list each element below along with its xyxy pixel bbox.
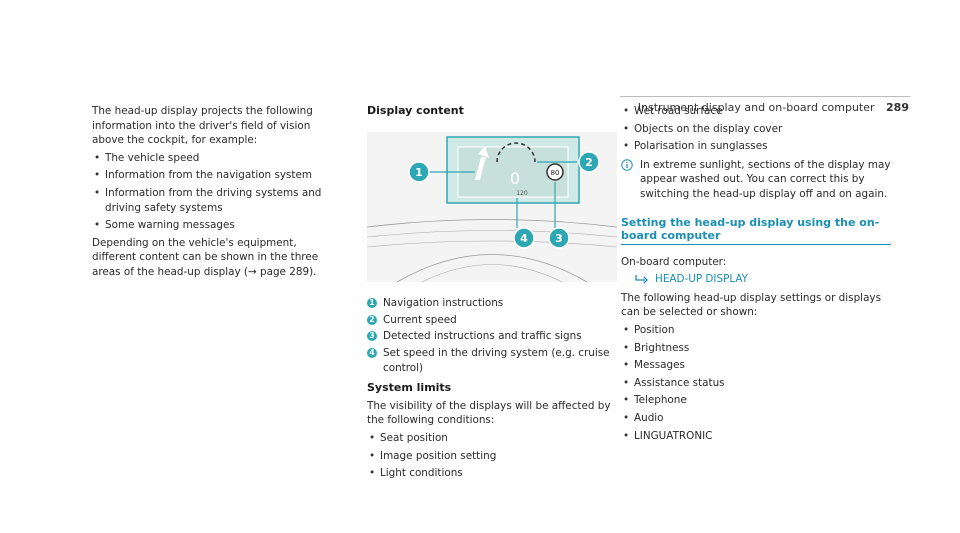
list-item: Position xyxy=(621,323,891,338)
speed-dial xyxy=(496,141,536,162)
legend-number: 4 xyxy=(367,347,377,358)
list-item: Polarisation in sunglasses xyxy=(621,139,891,154)
navigation-arrowhead-icon xyxy=(478,145,489,158)
legend-text: Detected instructions and traffic signs xyxy=(383,330,582,343)
list-item: Objects on the display cover xyxy=(621,122,891,137)
settings-list: Position Brightness Messages Assistance … xyxy=(621,323,891,443)
list-item: Brightness xyxy=(621,341,891,356)
legend-item: 2 Current speed xyxy=(367,313,617,328)
note-text: In extreme sunlight, sections of the dis… xyxy=(640,158,891,200)
list-item: Information from the navigation system xyxy=(92,168,342,183)
callout-number-4: 4 xyxy=(520,232,528,245)
figure-legend: 1 Navigation instructions 2 Current spee… xyxy=(367,296,617,375)
conditions-list: Wet road surface Objects on the display … xyxy=(621,104,891,154)
column-right: Wet road surface Objects on the display … xyxy=(621,104,891,446)
speed-limit-value: 80 xyxy=(551,169,560,177)
list-item: Telephone xyxy=(621,393,891,408)
menu-arrow-icon xyxy=(635,275,648,284)
computer-label: On-board computer: xyxy=(621,255,727,268)
current-speed-value: 0 xyxy=(510,169,520,188)
menu-path-label: HEAD-UP DISPLAY xyxy=(655,273,749,286)
legend-text: Navigation instructions xyxy=(383,297,504,310)
list-item: Seat position xyxy=(367,431,617,446)
legend-item: 1 Navigation instructions xyxy=(367,296,617,311)
callout-number-3: 3 xyxy=(555,232,563,245)
menu-path: HEAD-UP DISPLAY xyxy=(635,272,891,287)
outro-text: Depending on the vehicle's equipment, di… xyxy=(92,236,319,278)
callout-number-2: 2 xyxy=(585,156,593,169)
display-content-heading: Display content xyxy=(367,104,464,117)
list-item: Information from the driving systems and… xyxy=(92,186,342,215)
steering-wheel-line xyxy=(421,263,563,282)
list-item: LINGUATRONIC xyxy=(621,429,891,444)
list-item: Image position setting xyxy=(367,449,617,464)
legend-number: 1 xyxy=(367,298,377,309)
speed-limit-sign-icon xyxy=(546,162,564,181)
callout-marker-2 xyxy=(578,150,600,173)
list-item: Messages xyxy=(621,358,891,373)
dashboard-line xyxy=(366,229,618,237)
system-limits-heading: System limits xyxy=(367,381,452,395)
legend-item: 3 Detected instructions and traffic sign… xyxy=(367,329,617,344)
page-number: 289 xyxy=(886,101,909,114)
dashboard-line xyxy=(366,218,618,227)
callout-marker-1 xyxy=(408,160,430,183)
column-left: The head-up display projects the followi… xyxy=(92,104,342,283)
navigation-arrow-icon xyxy=(475,156,486,180)
settings-intro: The following head-up display settings o… xyxy=(621,291,881,319)
column-middle: Display content 0 120 80 1 2 3 xyxy=(366,104,618,484)
list-item: Wet road surface xyxy=(621,104,891,119)
hud-illustration: 0 120 80 1 2 3 4 xyxy=(366,131,618,282)
callout-marker-4 xyxy=(513,226,535,249)
info-note: In extreme sunlight, sections of the dis… xyxy=(621,158,891,202)
legend-text: Set speed in the driving system (e.g. cr… xyxy=(383,346,610,374)
section-title: Setting the head-up display using the on… xyxy=(621,216,891,245)
intro-text: The head-up display projects the followi… xyxy=(92,105,313,147)
list-item: Light conditions xyxy=(367,466,617,481)
legend-text: Current speed xyxy=(383,313,457,326)
info-list: The vehicle speed Information from the n… xyxy=(92,151,342,233)
dashboard-line xyxy=(366,240,618,247)
limits-list: Seat position Image position setting Lig… xyxy=(367,431,617,481)
set-speed-value: 120 xyxy=(516,190,528,197)
list-item: Assistance status xyxy=(621,376,891,391)
callout-marker-3 xyxy=(548,226,570,249)
legend-number: 2 xyxy=(367,314,377,325)
legend-number: 3 xyxy=(367,331,377,342)
info-icon xyxy=(621,159,633,171)
header-rule xyxy=(620,96,910,97)
list-item: Some warning messages xyxy=(92,218,342,233)
limits-intro: The visibility of the displays will be a… xyxy=(367,399,611,427)
steering-wheel-line xyxy=(396,253,588,282)
legend-item: 4 Set speed in the driving system (e.g. … xyxy=(367,346,617,375)
list-item: The vehicle speed xyxy=(92,151,342,166)
callout-number-1: 1 xyxy=(415,166,423,179)
list-item: Audio xyxy=(621,411,891,426)
